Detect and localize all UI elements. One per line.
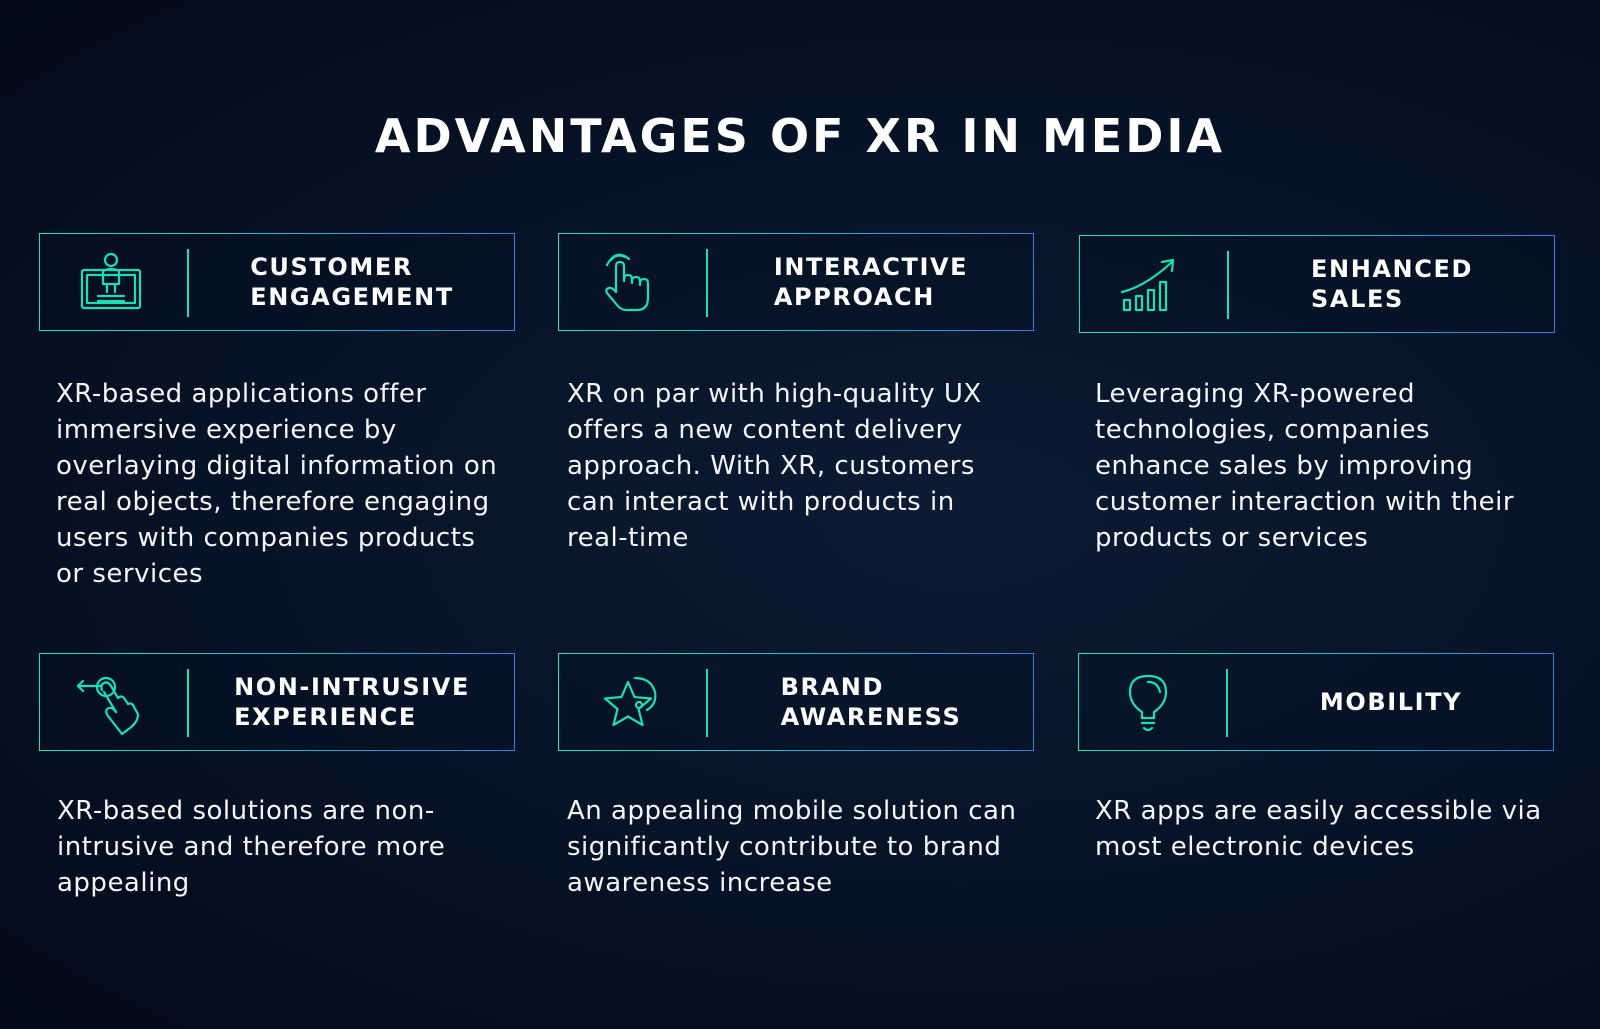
card-divider <box>1227 251 1229 319</box>
card-description: An appealing mobile solution can signifi… <box>567 796 1017 898</box>
card-heading: NON-INTRUSIVE EXPERIENCE <box>234 673 470 731</box>
card-heading: CUSTOMER ENGAGEMENT <box>250 253 454 311</box>
card-divider <box>706 669 708 737</box>
card-enhanced-sales: ENHANCED SALES <box>1079 235 1555 333</box>
tap-hand-icon <box>595 248 665 318</box>
card-heading: ENHANCED SALES <box>1311 255 1473 313</box>
card-customer-engagement: CUSTOMER ENGAGEMENT <box>39 233 515 331</box>
card-interactive-approach: INTERACTIVE APPROACH <box>558 233 1034 331</box>
swipe-hand-icon <box>76 668 146 738</box>
page-title: ADVANTAGES OF XR IN MEDIA <box>374 108 1226 163</box>
card-description: XR apps are easily accessible via most e… <box>1095 796 1542 862</box>
growth-chart-icon <box>1116 250 1186 320</box>
card-divider <box>187 249 189 317</box>
card-description: XR-based applications offer immersive ex… <box>56 379 498 589</box>
card-heading: INTERACTIVE APPROACH <box>773 253 969 311</box>
card-divider <box>1226 669 1228 737</box>
card-description: XR-based solutions are non-intrusive and… <box>57 796 446 898</box>
card-brand-awareness: BRAND AWARENESS <box>558 653 1034 751</box>
card-divider <box>706 249 708 317</box>
card-non-intrusive-experience: NON-INTRUSIVE EXPERIENCE <box>39 653 515 751</box>
card-divider <box>187 669 189 737</box>
card-description: Leveraging XR-powered technologies, comp… <box>1095 379 1515 553</box>
person-screen-icon <box>76 248 146 318</box>
card-heading: MOBILITY <box>1319 688 1463 716</box>
card-description: XR on par with high-quality UX offers a … <box>567 379 982 553</box>
lightbulb-icon <box>1115 668 1185 738</box>
card-heading: BRAND AWARENESS <box>780 673 962 731</box>
card-mobility: MOBILITY <box>1078 653 1554 751</box>
star-icon <box>595 668 665 738</box>
